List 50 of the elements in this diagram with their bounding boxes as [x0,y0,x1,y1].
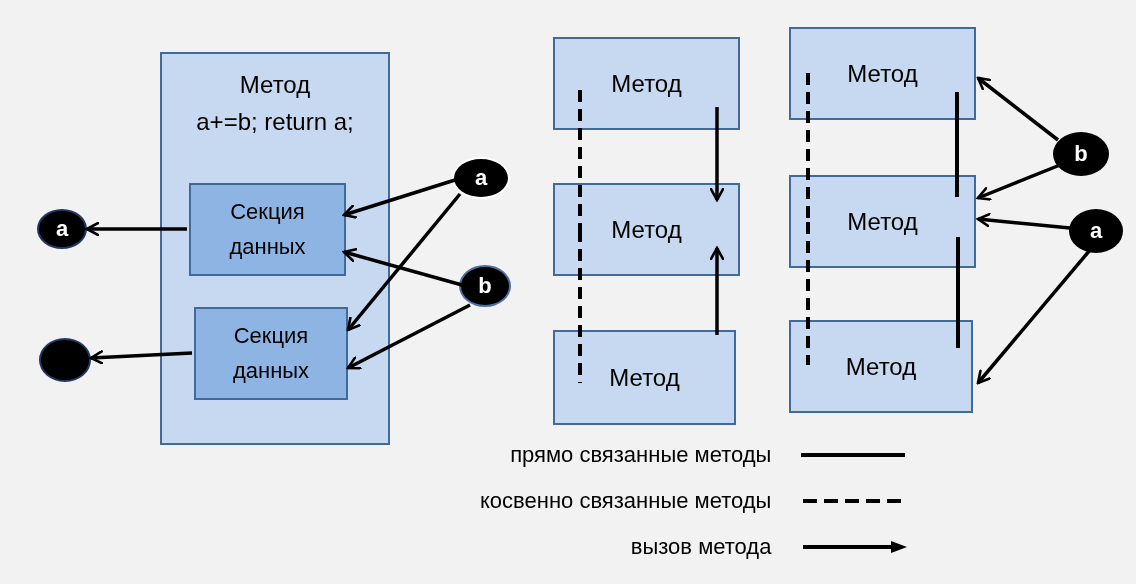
node-text: Метод [238,70,312,100]
arrow [342,178,456,219]
variable-circle [452,157,510,199]
node-text: Метод [844,351,918,382]
node-text: a [473,163,489,192]
node-text: Метод [610,214,683,245]
node-text: Метод [608,362,681,393]
arrow [709,246,725,335]
arrow [346,192,462,332]
arrow [976,212,1071,230]
method-container [160,52,390,445]
node-text: b [1073,139,1089,168]
arrow [346,303,471,370]
node-text: a [54,214,70,243]
circle [39,338,91,382]
node-text: a [1088,216,1104,245]
node-text: Метод [846,206,919,237]
node-text: Метод [846,58,919,89]
arrow [709,107,725,202]
node-text: Секция данных [231,322,311,385]
link-line [956,237,960,348]
legend-text: вызов метода [630,534,772,560]
method-box [553,37,740,130]
link-line [955,92,959,197]
method-box [789,27,976,120]
variable-circle [1069,209,1123,253]
data-section-box [189,183,346,276]
legend-text: косвенно связанные методы [480,488,772,514]
variable-circle [37,209,87,249]
arrow [89,350,193,365]
data-section-box [194,307,348,400]
arrow [976,76,1060,142]
method-box [553,183,740,276]
dashed-link-line [806,222,810,365]
arrow [976,163,1061,201]
dashed-link-line [578,90,582,230]
arrow [342,247,463,287]
arrow [85,221,187,237]
legend-text: прямо связанные методы [510,442,772,468]
arrow [976,248,1092,385]
variable-circle [459,265,511,307]
variable-circle [1053,132,1109,176]
dashed-link-line [578,230,582,383]
method-box [789,320,973,413]
node-text: b [477,271,493,300]
node-text: Метод [610,68,683,99]
method-box [789,175,976,268]
node-text: Секция данных [228,198,307,261]
node-text: a+=b; return a; [195,107,355,138]
method-box [553,330,736,425]
